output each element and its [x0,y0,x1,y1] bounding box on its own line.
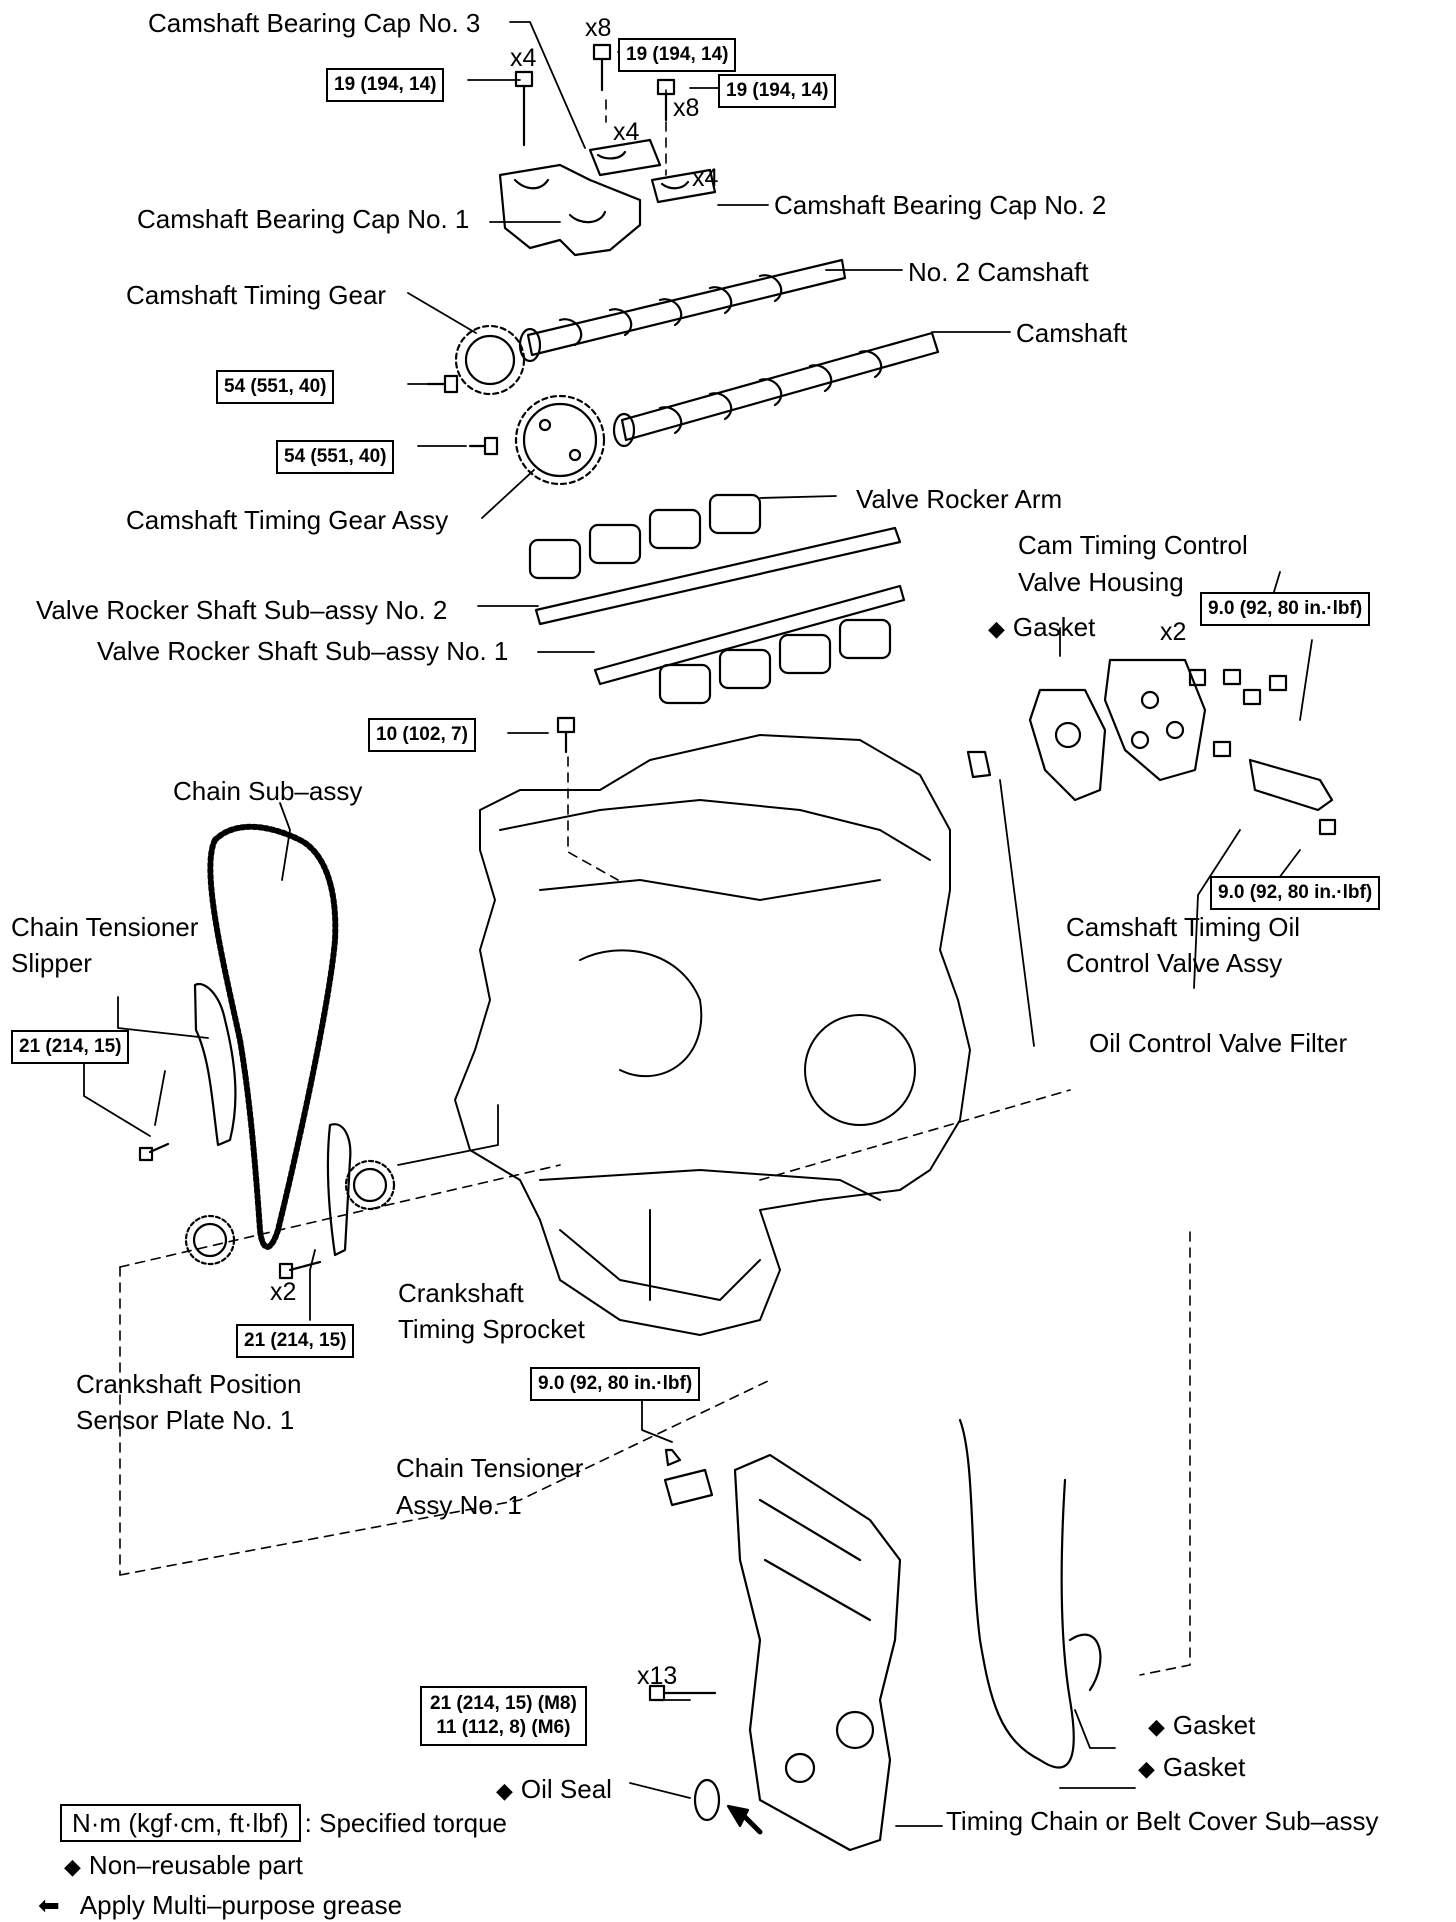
label-ocv-line2: Control Valve Assy [1066,948,1283,978]
torque-cap-bolt-a: 19 (194, 14) [618,38,737,72]
rocker-arms [528,493,906,705]
torque-cover-bolts: 21 (214, 15) (M8) 11 (112, 8) (M6) [420,1686,587,1746]
timing-cover [648,1418,1102,1852]
head-bolt [556,716,576,754]
label-no2-camshaft: No. 2 Camshaft [908,257,1089,287]
nonreusable-diamond-icon: ◆ [1138,1756,1155,1781]
label-sensor-plate-line1: Crankshaft Position [76,1369,302,1399]
qty-x4-b: x4 [613,118,640,146]
legend-torque: N·m (kgf·cm, ft·lbf): Specified torque [60,1804,508,1842]
label-sprocket-line1: Crankshaft [398,1278,524,1308]
label-timing-cover: Timing Chain or Belt Cover Sub–assy [946,1806,1379,1836]
qty-x2-crank: x2 [270,1278,297,1306]
legend-grease: ⬅Apply Multi–purpose grease [38,1890,403,1920]
nonreusable-diamond-icon: ◆ [496,1778,513,1803]
nonreusable-diamond-icon: ◆ [988,616,1005,641]
torque-guide-bolt: 21 (214, 15) [236,1324,355,1358]
engine-block [454,734,971,1336]
label-rocker-shaft-1: Valve Rocker Shaft Sub–assy No. 1 [97,636,509,666]
label-tensioner-line2: Assy No. 1 [396,1490,522,1520]
label-tensioner-line1: Chain Tensioner [396,1453,584,1483]
qty-x8-a: x8 [585,14,612,42]
label-sensor-plate-line2: Sensor Plate No. 1 [76,1405,295,1435]
label-oil-seal: ◆Oil Seal [496,1774,612,1804]
torque-head-bolt: 10 (102, 7) [368,718,476,752]
legend-torque-box: N·m (kgf·cm, ft·lbf) [60,1804,301,1842]
nonreusable-diamond-icon: ◆ [64,1854,81,1879]
label-slipper-line1: Chain Tensioner [11,912,199,942]
nonreusable-diamond-icon: ◆ [1148,1714,1165,1739]
label-camshaft-timing-gear-assy: Camshaft Timing Gear Assy [126,505,449,535]
qty-x2-housing: x2 [1160,618,1187,646]
label-valve-rocker-arm: Valve Rocker Arm [856,484,1063,514]
label-chain-sub-assy: Chain Sub–assy [173,776,363,806]
label-bearing-cap-1: Camshaft Bearing Cap No. 1 [137,204,470,234]
label-sprocket-line2: Timing Sprocket [398,1314,585,1344]
qty-x4-c: x4 [692,164,719,192]
label-housing-line2: Valve Housing [1018,567,1184,597]
torque-gear-bolt: 54 (551, 40) [216,370,335,404]
label-gasket-b: ◆Gasket [1138,1752,1246,1782]
label-bearing-cap-2: Camshaft Bearing Cap No. 2 [774,190,1107,220]
qty-x4-a: x4 [510,44,537,72]
timing-chain [207,823,339,1250]
label-slipper-line2: Slipper [11,948,92,978]
qty-x13: x13 [637,1662,678,1690]
timing-gears [426,324,606,486]
qty-x8-b: x8 [673,94,700,122]
legend-nonreusable: ◆Non–reusable part [64,1850,303,1880]
torque-cap-bolt-b: 19 (194, 14) [326,68,445,102]
label-gasket-a: ◆Gasket [1148,1710,1256,1740]
cam-timing-housing [966,658,1337,836]
cap-bolts [514,43,676,147]
camshafts [518,258,940,448]
label-camshaft: Camshaft [1016,318,1128,348]
torque-tensioner-nut: 9.0 (92, 80 in.·lbf) [530,1367,701,1401]
label-oil-control-valve-filter: Oil Control Valve Filter [1089,1028,1348,1058]
torque-cover-m8: 21 (214, 15) (M8) [430,1693,577,1714]
dashed-reference-lines [119,89,1191,1676]
label-camshaft-timing-gear: Camshaft Timing Gear [126,280,387,310]
label-bearing-cap-3: Camshaft Bearing Cap No. 3 [148,8,481,38]
grease-arrow-icon: ⬅ [38,1890,60,1920]
leader-lines [83,21,1313,1827]
label-rocker-shaft-2: Valve Rocker Shaft Sub–assy No. 2 [36,595,448,625]
torque-gear-assy-bolt: 54 (551, 40) [276,440,395,474]
label-ocv-line1: Camshaft Timing Oil [1066,912,1301,942]
torque-slipper-bolt: 21 (214, 15) [11,1030,130,1064]
torque-ocv-bolt: 9.0 (92, 80 in.·lbf) [1210,876,1381,910]
torque-cap-bolt-c: 19 (194, 14) [718,74,837,108]
torque-housing-bolt: 9.0 (92, 80 in.·lbf) [1200,592,1371,626]
chain-guides [138,982,396,1280]
torque-cover-m6: 11 (112, 8) (M6) [436,1717,571,1738]
bearing-caps [498,138,717,257]
legend-torque-text: : Specified torque [304,1808,508,1838]
label-gasket-top: ◆Gasket [988,612,1096,642]
label-housing-line1: Cam Timing Control [1018,530,1248,560]
